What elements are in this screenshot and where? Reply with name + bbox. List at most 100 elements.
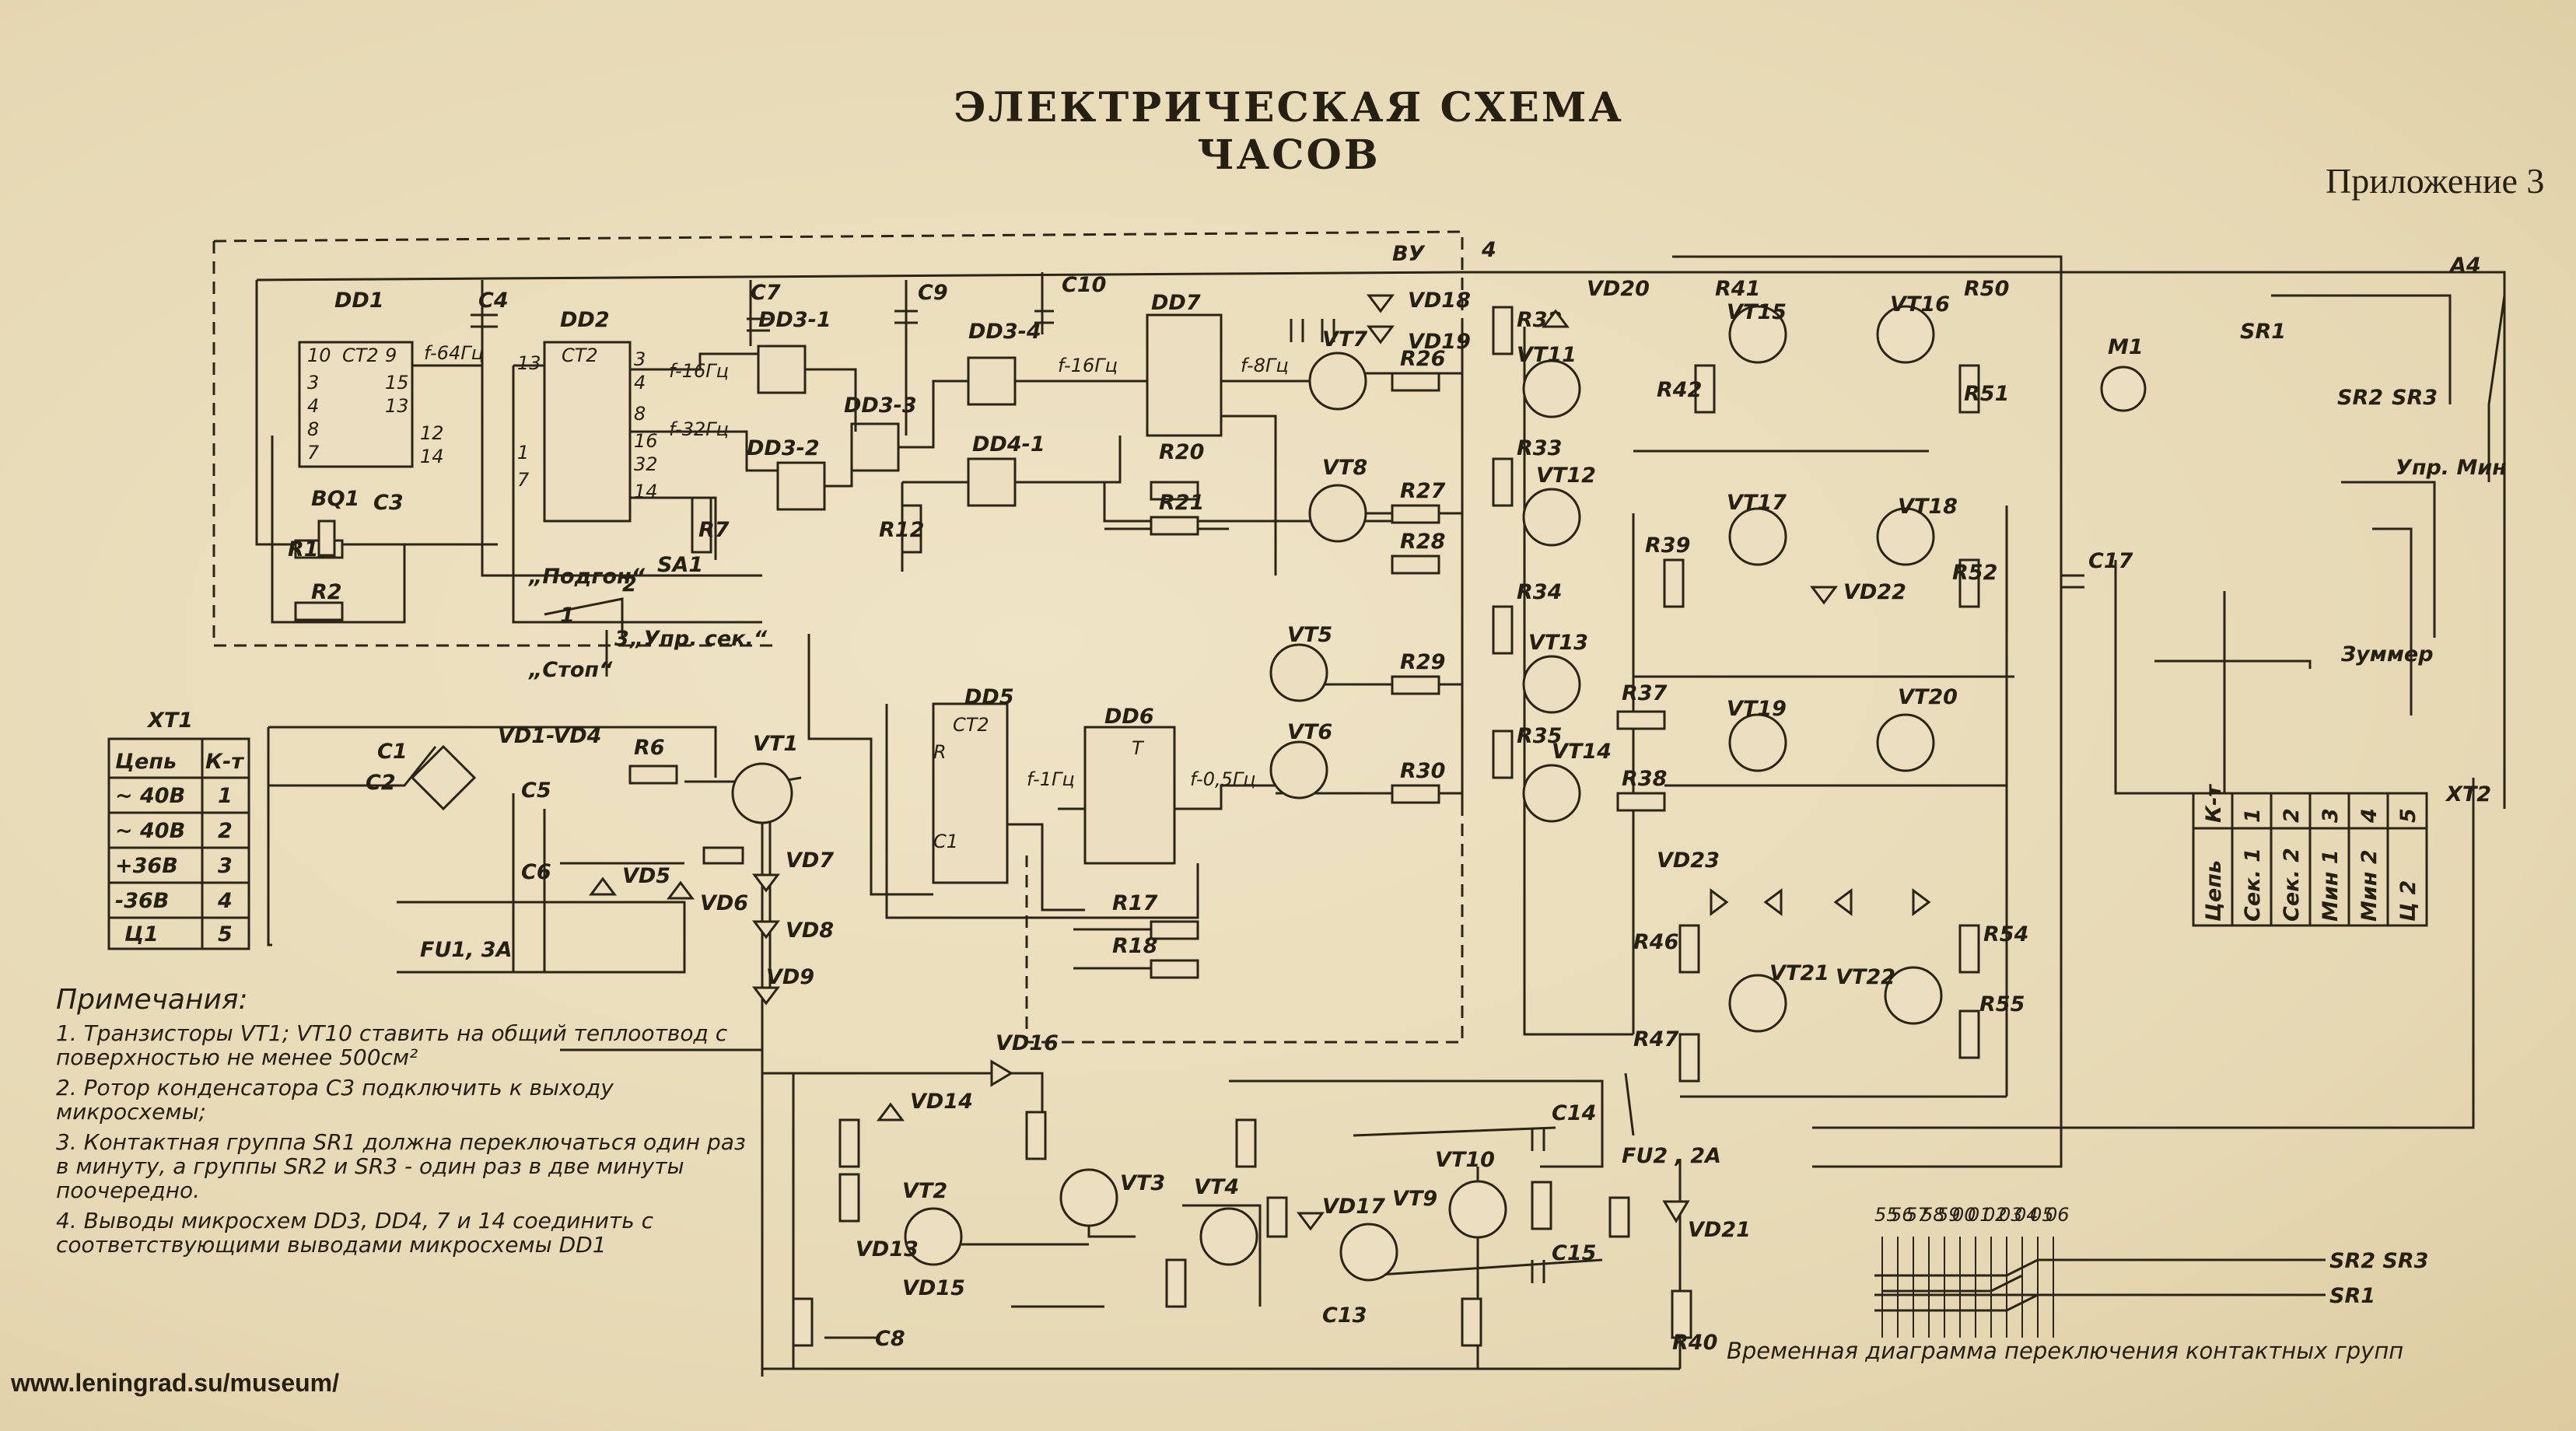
misc-label: А4 [2448, 254, 2481, 278]
transistor-label: VT2 [902, 1179, 947, 1203]
freq-label: f-16Гц [1058, 355, 1118, 376]
diode-label: VD8 [786, 918, 834, 943]
xt2-cell: Сек. 1 [2241, 848, 2265, 922]
timing-tick: 03 [1999, 1204, 2023, 1226]
transistor-vt22 [1884, 966, 1943, 1025]
resistor-label: R6 [634, 736, 665, 760]
website-url[interactable]: www.leningrad.su/museum/ [11, 1369, 339, 1397]
gate-dd4-1 [967, 457, 1017, 507]
resistor-label: R51 [1964, 382, 2009, 406]
timing-tick: 02 [1983, 1204, 2007, 1226]
diode-label: VD21 [1688, 1218, 1751, 1242]
xt2-cell: 3 [2319, 808, 2343, 823]
chip-dd2-label: DD2 [560, 308, 610, 332]
diodes [589, 294, 1931, 1231]
resistor-label: R52 [1952, 561, 1997, 585]
contact-label: SR2 [2337, 386, 2383, 410]
transistor-vt19 [1728, 713, 1787, 772]
transistor-label: VT21 [1769, 961, 1829, 985]
pin-label: 32 [634, 453, 658, 475]
note-item: 2. Ротор конденсатора С3 подключить к вы… [56, 1075, 614, 1125]
xt2-cell: Мин 1 [2319, 849, 2343, 922]
chip-dd6-label: DD6 [1104, 705, 1154, 729]
pin-label: 15 [385, 372, 409, 394]
xt2-cell: 1 [2241, 808, 2265, 823]
transistors [731, 305, 1943, 1282]
pin-label: 12 [420, 422, 444, 444]
resistor-label: R55 [1979, 992, 2025, 1016]
connector-xt2-label: XT2 [2445, 782, 2491, 806]
notes-heading: Примечания: [56, 984, 248, 1016]
switch-pos-label: 3 [614, 627, 629, 651]
gate-dd3-4-label: DD3-4 [968, 320, 1041, 344]
switch-pos-label: 1 [560, 604, 575, 628]
diode-label: VD16 [996, 1031, 1059, 1055]
transistor-vt18 [1876, 507, 1935, 566]
bridge-rectifier [410, 744, 477, 811]
pin-label: 4 [634, 372, 646, 394]
pin-label: 14 [634, 481, 658, 502]
transistor-label: VT12 [1536, 464, 1596, 488]
capacitor-label: C10 [1062, 273, 1106, 297]
resistor-label: R33 [1517, 436, 1562, 460]
transistor-vt17 [1728, 507, 1787, 566]
transistor-label: VT15 [1727, 300, 1787, 324]
diode-label: VD9 [766, 965, 814, 989]
xt1-cell: 5 [218, 922, 233, 946]
xt1-cell: 3 [218, 854, 233, 878]
xt2-cell: Ц 2 [2396, 880, 2420, 922]
xt1-header: К-т [205, 750, 244, 774]
board-mark: 4 [1481, 238, 1496, 262]
transistor-label: VT18 [1898, 495, 1958, 519]
transistor-label: VT22 [1836, 965, 1895, 989]
pin-label: R [933, 741, 947, 763]
capacitor-label: C14 [1552, 1101, 1596, 1125]
transistor-label: VT13 [1528, 631, 1588, 655]
pin-label: 14 [420, 446, 444, 467]
capacitor-label: C2 [366, 771, 396, 795]
note-item: 1. Транзисторы VT1; VT10 ставить на общи… [56, 1020, 728, 1070]
transistor-vt5 [1269, 643, 1328, 702]
gate-dd4-1-label: DD4-1 [972, 432, 1045, 457]
transistor-vt3 [1059, 1168, 1118, 1227]
capacitor-label: C9 [918, 281, 948, 305]
transistor-vt8 [1308, 484, 1367, 543]
xt2-cell: Сек. 2 [2280, 848, 2304, 922]
capacitor-label: C6 [521, 860, 551, 884]
note-item: 3. Контактная группа SR1 должна переключ… [56, 1129, 746, 1203]
resistors [294, 306, 1980, 1347]
chip-dd2-type: CT2 [562, 345, 598, 366]
transistor-vt1 [731, 762, 793, 824]
capacitor-label: C7 [751, 281, 781, 305]
resistor-label: R26 [1400, 347, 1445, 371]
resistor-label: R39 [1645, 534, 1690, 558]
misc-label: Упр. Мин [2396, 456, 2507, 480]
resistor-label: R47 [1633, 1027, 1679, 1051]
transistor-vt13 [1522, 655, 1581, 714]
transistor-label: VT11 [1517, 343, 1577, 367]
timing-tick: 59 [1937, 1204, 1961, 1226]
chip-dd1 [298, 341, 414, 468]
transistor-label: VT7 [1322, 327, 1367, 352]
note-item: 4. Выводы микросхем DD3, DD4, 7 и 14 сое… [56, 1208, 654, 1258]
resistor-label: R18 [1112, 934, 1157, 958]
chip-dd5-label: DD5 [964, 685, 1014, 709]
quartz-bq1 [317, 520, 336, 557]
gate-dd3-2 [776, 461, 826, 511]
diode-label: VD23 [1657, 848, 1720, 873]
xt1-cell: Ц1 [124, 922, 159, 946]
switch-sa1 [544, 597, 624, 677]
diode-label: VD15 [902, 1276, 965, 1300]
gate-dd3-3 [850, 422, 900, 472]
timing-label: SR1 [2329, 1284, 2375, 1308]
switch-mode-label: „Подгон“ [528, 565, 646, 589]
transistor-vt9 [1339, 1223, 1398, 1282]
diode-label: VD17 [1322, 1195, 1385, 1219]
resistor-label: R7 [698, 518, 730, 542]
freq-label: f-32Гц [669, 418, 729, 440]
transistor-label: VT17 [1727, 491, 1787, 515]
pin-label: 9 [385, 345, 397, 366]
xt1-cell: ~ 40В [115, 819, 185, 843]
diode-label: VD6 [700, 891, 748, 915]
